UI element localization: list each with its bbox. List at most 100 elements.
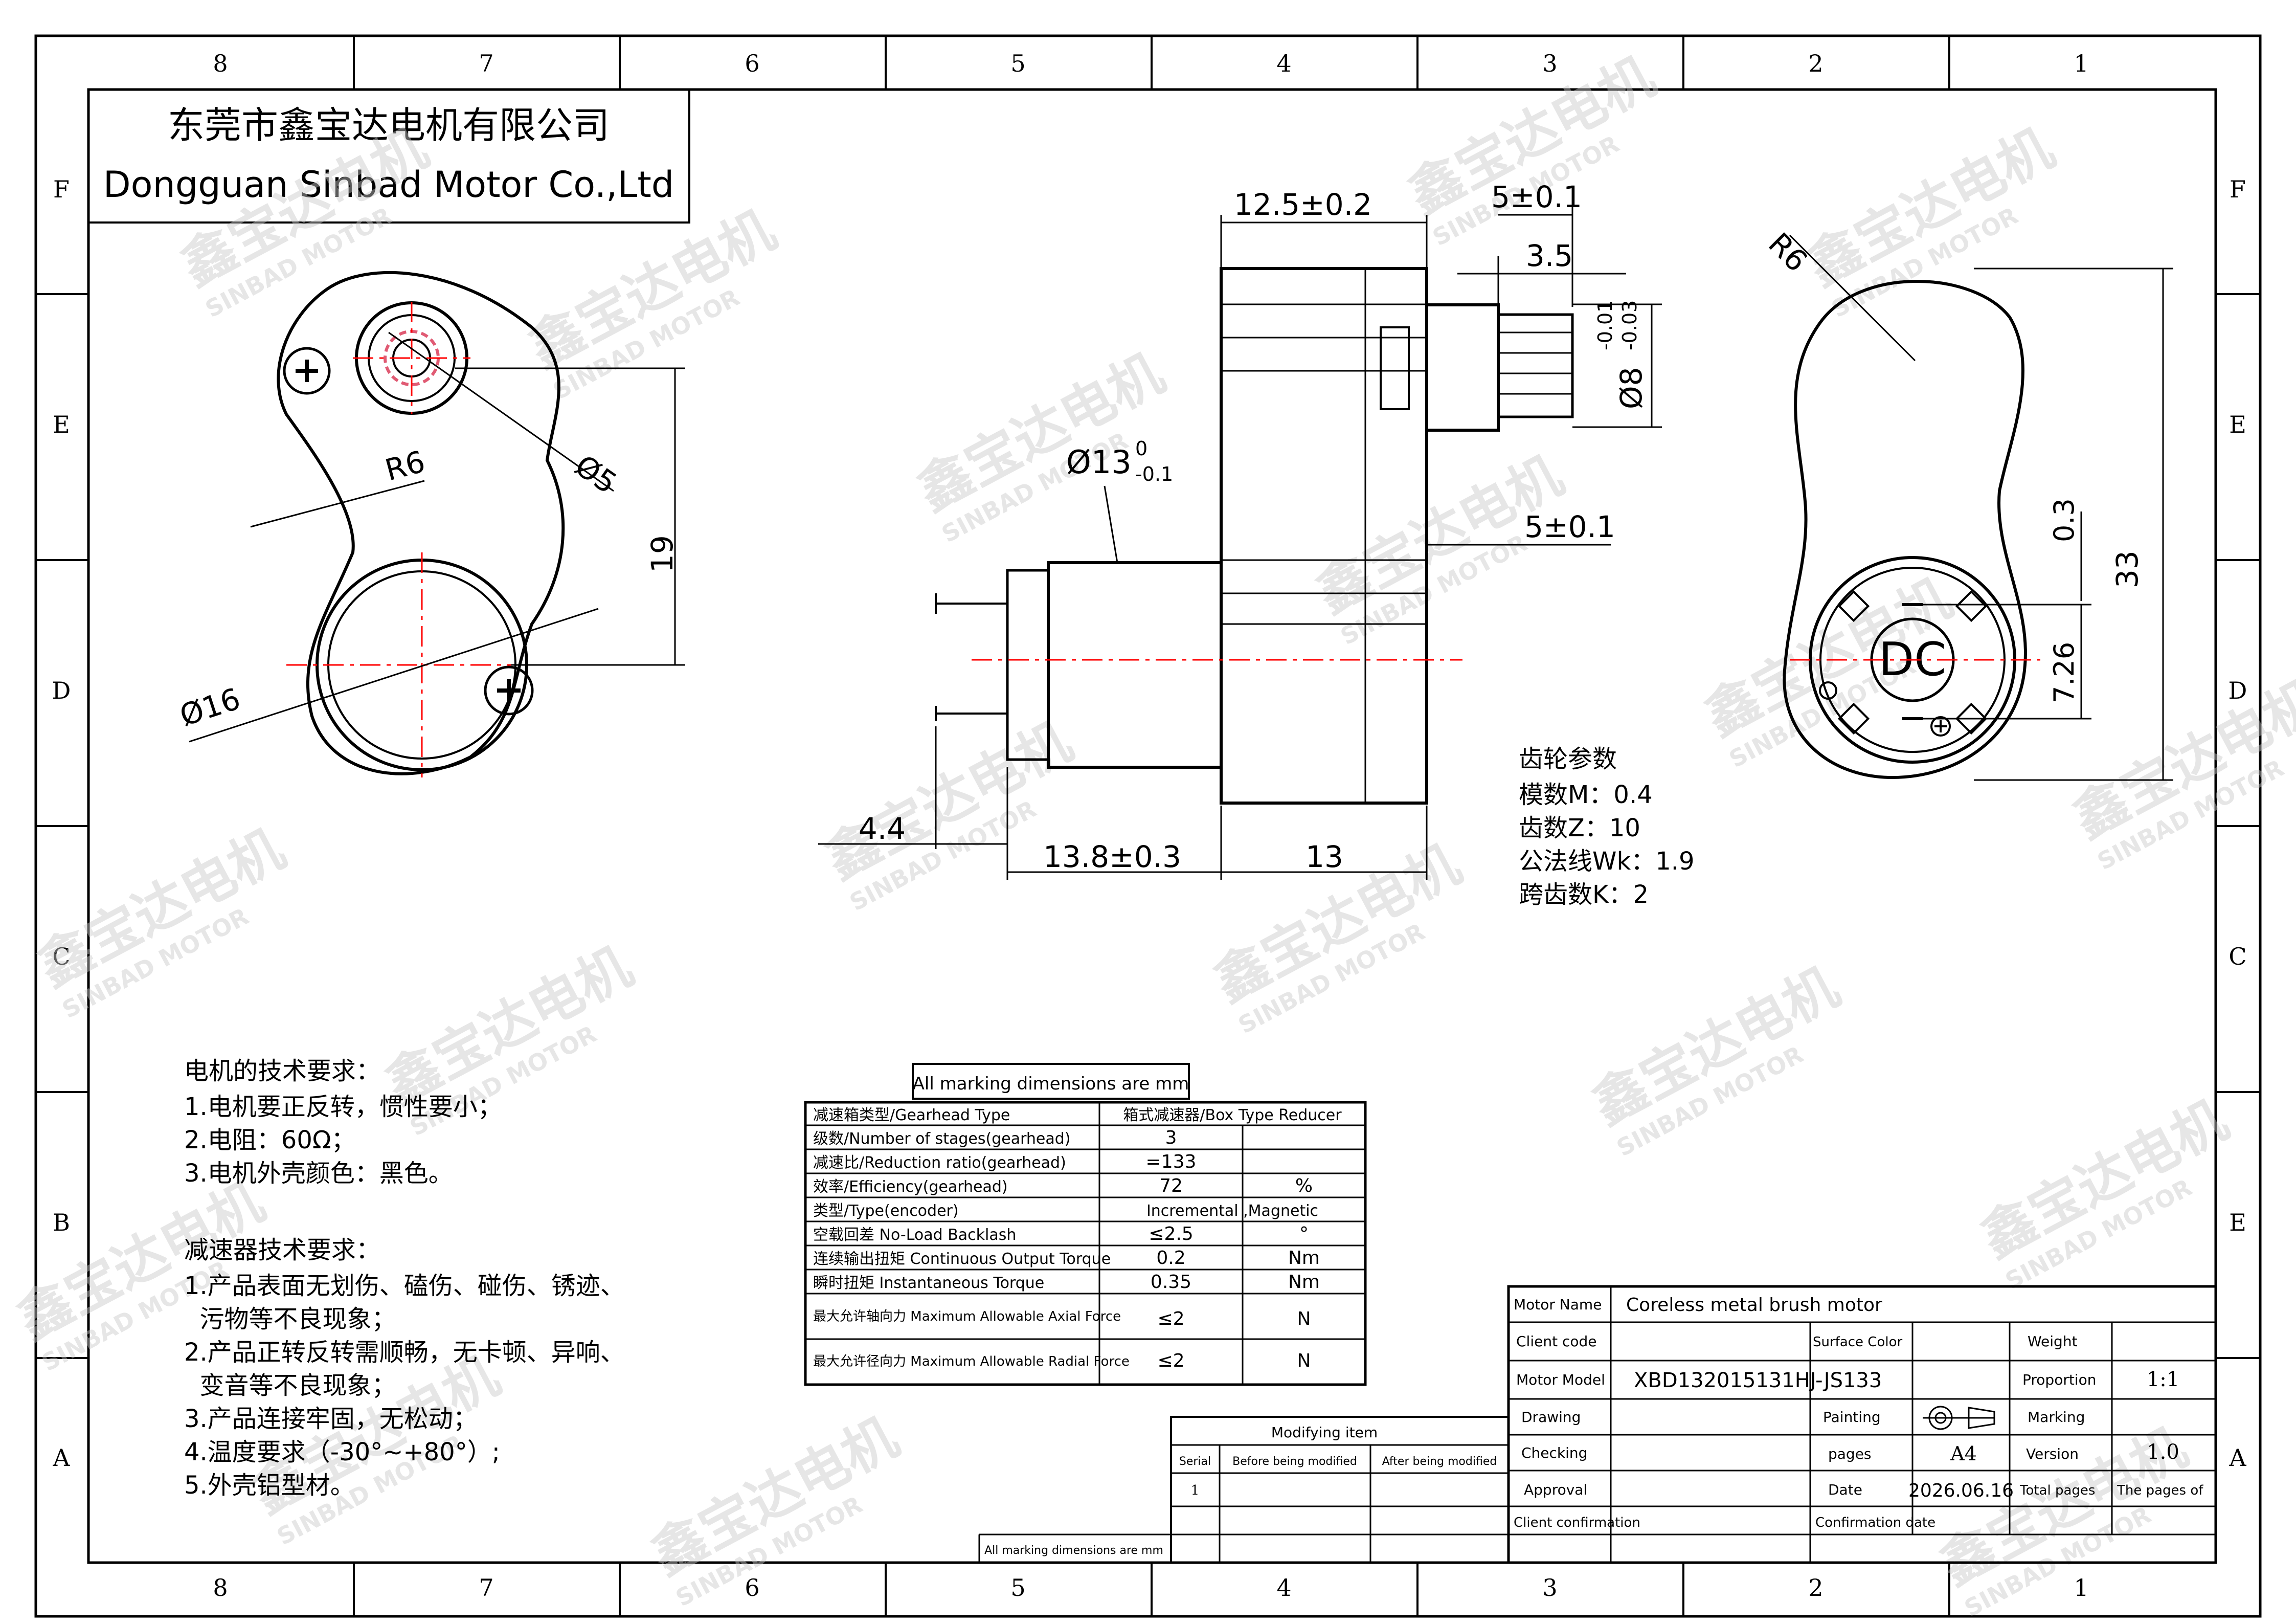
tb-motor-name: Coreless metal brush motor [1626, 1295, 1882, 1316]
dim-0-3: 0.3 [2048, 498, 2080, 542]
dim-33: 33 [2110, 550, 2145, 588]
reducer-req-line: 5.外壳铝型材。 [184, 1471, 355, 1500]
col-bottom-5: 5 [1010, 1574, 1025, 1601]
front-dimension-lines [189, 331, 685, 743]
reducer-req-line: 3.产品连接牢固，无松动； [184, 1405, 478, 1433]
gear-teeth-lines [1498, 331, 1572, 395]
top-zone-dividers [36, 36, 2260, 1616]
company-name-cn: 东莞市鑫宝达电机有限公司 [168, 104, 610, 147]
tb-pages-of-label: The pages of [2117, 1483, 2203, 1498]
spec-row-label: 减速箱类型/Gearhead Type [813, 1106, 1010, 1124]
col-top-1: 1 [2074, 50, 2088, 77]
reducer-req-line: 1.产品表面无划伤、磕伤、碰伤、锈迹、 [184, 1272, 625, 1300]
polarity-plus-icon [1930, 716, 1951, 737]
spec-row-value: ≤2.5 [1149, 1223, 1193, 1244]
row-left-d: D [52, 677, 71, 704]
row-left-b: B [53, 1209, 70, 1236]
dim-13-8: 13.8±0.3 [1043, 839, 1181, 874]
dim-3-5: 3.5 [1526, 238, 1573, 273]
spec-row-label: 连续输出扭矩 Continuous Output Torque [813, 1250, 1111, 1268]
spec-row-unit: Nm [1288, 1248, 1320, 1269]
rear-pad-1 [1837, 590, 1870, 622]
col-top-5: 5 [1010, 50, 1025, 77]
side-dimension-lines [818, 205, 1662, 880]
reducer-req-line: 变音等不良现象； [184, 1371, 396, 1400]
gear-param-line: 模数M：0.4 [1519, 781, 1653, 809]
spec-row-value: ≤2 [1157, 1308, 1184, 1329]
spec-table-frame [804, 1101, 1367, 1386]
motor-req-title: 电机的技术要求： [184, 1057, 380, 1085]
company-box [87, 88, 690, 224]
tb-marking-label: Marking [2028, 1409, 2085, 1426]
tb-approval-label: Approval [1524, 1481, 1587, 1498]
gear-params: 齿轮参数 模数M：0.4 齿数Z：10 公法线Wk：1.9 跨齿数K：2 [1519, 745, 1695, 909]
tb-version: 1.0 [2147, 1440, 2179, 1464]
spec-row-value: 0.35 [1151, 1272, 1191, 1293]
col-bottom-8: 8 [213, 1574, 228, 1601]
modify-title: Modifying item [1271, 1424, 1378, 1441]
spec-caption: All marking dimensions are mm [913, 1074, 1189, 1094]
title-block: Motor Name Coreless metal brush motor Cl… [1507, 1285, 2217, 1564]
dim-d8-tol-up: -0.01 [1594, 300, 1616, 350]
col-bottom-4: 4 [1276, 1574, 1291, 1601]
rear-view-motor: DC R6 0.3 33 7.26 [1762, 226, 2173, 781]
motor-terminals [935, 593, 1007, 721]
gear-param-line: 跨齿数K：2 [1519, 880, 1649, 909]
gear-param-line: 齿数Z：10 [1519, 814, 1640, 842]
gearbox-body [1220, 267, 1428, 805]
tb-weight-label: Weight [2028, 1333, 2078, 1350]
modify-table: Modifying item Serial Before being modif… [978, 1416, 1510, 1564]
tb-date-label: Date [1828, 1481, 1862, 1498]
spec-row-label: 空载回差 No-Load Backlash [813, 1226, 1016, 1244]
tb-client-confirm-label: Client confirmation [1514, 1515, 1640, 1530]
dim-d13: Ø13 [1066, 443, 1132, 481]
col-top-2: 2 [1808, 50, 1823, 77]
tb-date: 2026.06.16 [1908, 1480, 2014, 1501]
tb-surface-color-label: Surface Color [1813, 1334, 1903, 1350]
rear-pad-2 [1955, 590, 1988, 622]
tb-proportion: 1:1 [2147, 1368, 2179, 1391]
spec-row-unit: % [1295, 1175, 1313, 1196]
col-bottom-6: 6 [745, 1574, 759, 1601]
modify-header-after: After being modified [1382, 1455, 1497, 1468]
motor-req-line: 2.电阻：60Ω； [184, 1126, 356, 1154]
row-right-a: A [2229, 1444, 2246, 1472]
row-right-c: C [2229, 943, 2246, 970]
reducer-req-line: 4.温度要求（-30°~+80°）; [184, 1438, 500, 1466]
spec-row-label: 最大允许径向力 Maximum Allowable Radial Force [813, 1354, 1130, 1369]
tb-painting-label: Painting [1823, 1409, 1881, 1426]
spec-row-value: =133 [1146, 1151, 1197, 1172]
col-top-6: 6 [745, 50, 759, 77]
spec-row-value: 箱式减速器/Box Type Reducer [1123, 1106, 1342, 1124]
output-shaft-gear [1497, 313, 1574, 418]
row-left-f: F [53, 175, 70, 203]
dim-r6-right: R6 [1762, 226, 1814, 279]
tb-checking-label: Checking [1521, 1444, 1587, 1461]
tb-drawing-label: Drawing [1521, 1409, 1581, 1426]
col-bottom-2: 2 [1808, 1574, 1823, 1601]
dim-d13-tol-low: -0.1 [1135, 463, 1173, 485]
screw-hole-top [283, 347, 331, 395]
tb-client-code-label: Client code [1516, 1333, 1597, 1350]
row-right-e2: E [2229, 1209, 2246, 1236]
motor-can [1047, 561, 1223, 769]
bearing-boss [1425, 303, 1500, 432]
modify-header-before: Before being modified [1232, 1455, 1357, 1468]
row-left-a: A [52, 1444, 70, 1472]
tb-pages-label: pages [1828, 1445, 1872, 1462]
row-right-e: E [2229, 411, 2246, 438]
dim-d13-tol-up: 0 [1135, 437, 1147, 460]
motor-req-line: 1.电机要正反转，惯性要小； [184, 1093, 502, 1121]
spec-row-unit: ° [1299, 1223, 1309, 1244]
spec-caption-box [912, 1063, 1190, 1100]
dim-4-4: 4.4 [859, 811, 906, 846]
row-left-c: C [52, 943, 70, 970]
rear-pad-3 [1837, 702, 1870, 735]
screw-icon-bottom [497, 679, 521, 702]
modify-footer: All marking dimensions are mm [984, 1544, 1163, 1557]
spec-row-value: ≤2 [1157, 1350, 1184, 1371]
rear-pad-4 [1955, 702, 1988, 735]
dim-d8: Ø8 [1614, 367, 1649, 409]
dim-d8-tol-low: -0.03 [1618, 300, 1641, 350]
